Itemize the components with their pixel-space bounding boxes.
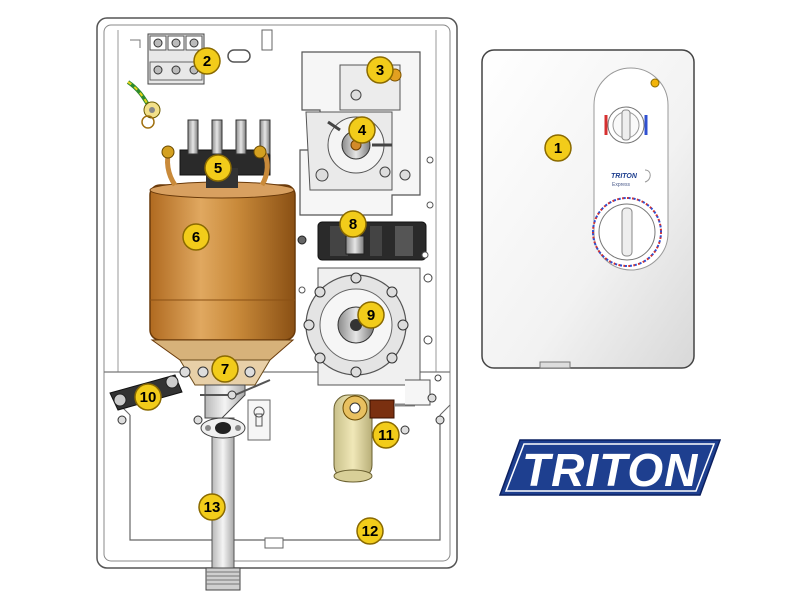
callout-marker: [198, 493, 226, 521]
cable-entry: [264, 537, 284, 549]
callout-marker: [356, 517, 384, 545]
earth-wire: [126, 80, 161, 129]
callout-marker: [193, 47, 221, 75]
callout-marker: [339, 210, 367, 238]
callout-number: 4: [358, 122, 367, 139]
callout-2: 2: [193, 47, 221, 75]
callout-marker: [182, 223, 210, 251]
triton-logo: TRITON: [498, 439, 722, 496]
callout-marker: [211, 355, 239, 383]
callout-number: 1: [554, 140, 562, 157]
callout-number: 9: [367, 307, 375, 324]
callout-number: 8: [349, 216, 357, 233]
callout-11: 11: [372, 421, 400, 449]
callout-marker: [134, 383, 162, 411]
terminal-block: [147, 33, 205, 85]
callout-number: 6: [192, 229, 200, 246]
callout-3: 3: [366, 56, 394, 84]
callout-marker: [348, 116, 376, 144]
callout-number: 7: [221, 361, 229, 378]
callout-4: 4: [348, 116, 376, 144]
power-neon-icon: [650, 78, 660, 88]
callout-number: 3: [376, 62, 384, 79]
callout-marker: [366, 56, 394, 84]
front-cover: TRITON Express: [481, 49, 695, 369]
callout-number: 10: [140, 389, 157, 406]
callout-9: 9: [357, 301, 385, 329]
outlet-assembly: [197, 366, 271, 591]
callout-1: 1: [544, 134, 572, 162]
heater-tank: [149, 181, 296, 386]
callout-number: 13: [204, 499, 221, 516]
front-panel-model: Express: [612, 182, 631, 188]
callout-number: 12: [362, 523, 379, 540]
callout-5: 5: [204, 154, 232, 182]
callout-marker: [372, 421, 400, 449]
callout-10: 10: [134, 383, 162, 411]
callout-8: 8: [339, 210, 367, 238]
inlet-valve: [333, 374, 445, 483]
callout-6: 6: [182, 223, 210, 251]
callout-marker: [544, 134, 572, 162]
front-panel-brand: TRITON: [611, 173, 638, 180]
callout-marker: [357, 301, 385, 329]
flow-valve: [303, 267, 433, 386]
callout-7: 7: [211, 355, 239, 383]
callout-12: 12: [356, 517, 384, 545]
callout-number: 2: [203, 53, 211, 70]
callout-marker: [204, 154, 232, 182]
callout-number: 5: [214, 160, 222, 177]
callout-13: 13: [198, 493, 226, 521]
logo-text: TRITON: [522, 444, 698, 496]
callout-number: 11: [378, 427, 394, 444]
